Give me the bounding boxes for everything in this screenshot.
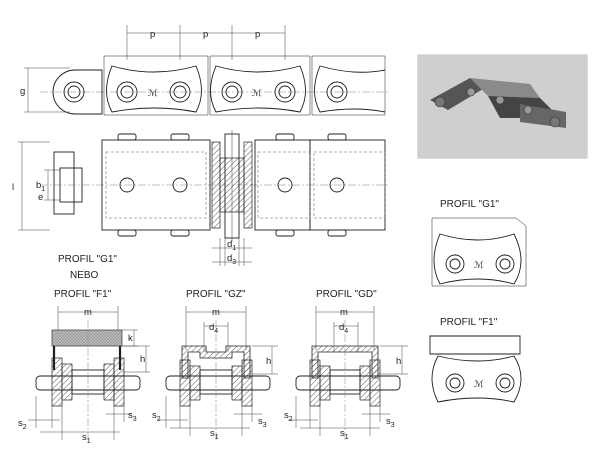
svg-text:ℳ: ℳ — [474, 260, 484, 270]
section-gz: m d4 h s2 s3 s1 — [152, 306, 278, 441]
profile-g1-plate: ℳ — [431, 217, 527, 287]
m-label-gd: m — [340, 307, 348, 318]
section-f1: m k h s2 s3 s1 — [18, 306, 150, 445]
k-label: k — [128, 333, 133, 344]
chain-photo — [417, 54, 588, 159]
profile-gz-label: PROFIL "GZ" — [186, 289, 246, 300]
m-label-gz: m — [212, 307, 220, 318]
profile-g1-label: PROFIL "G1" — [58, 254, 117, 265]
pitch-label-3: p — [255, 29, 260, 40]
h-label-gd: h — [396, 356, 401, 367]
chain-link-3 — [311, 55, 386, 116]
d4-label-gz: d4 — [209, 322, 218, 335]
h-label-f1: h — [140, 354, 145, 365]
e-label: e — [38, 192, 43, 203]
d1-label: d1 — [227, 239, 236, 252]
chain-link-2: ℳ — [209, 55, 311, 116]
profile-f1-label: PROFIL "F1" — [54, 289, 112, 300]
side-view: p p p g ℳ ℳ — [20, 25, 390, 116]
s3-label-f1: s3 — [128, 410, 137, 423]
s2-label-gd: s2 — [284, 410, 293, 423]
profile-f1-right-label: PROFIL "F1" — [440, 317, 498, 328]
m-label-f1: m — [84, 307, 92, 318]
s1-label-gd: s1 — [340, 428, 349, 441]
s1-label-f1: s1 — [82, 432, 91, 445]
logo-mark: ℳ — [148, 88, 158, 98]
pin-heads — [117, 133, 347, 237]
profile-gd-label: PROFIL "GD" — [316, 289, 377, 300]
s3-label-gd: s3 — [386, 416, 395, 429]
d4-label-gd: d4 — [339, 322, 348, 335]
nebo-label: NEBO — [70, 270, 99, 281]
pitch-label-2: p — [203, 29, 208, 40]
g-label: g — [20, 86, 25, 97]
l-label: l — [12, 182, 14, 193]
s2-label-gz: s2 — [152, 410, 161, 423]
h-label-gz: h — [266, 356, 271, 367]
s1-label-gz: s1 — [210, 428, 219, 441]
b1-label: b1 — [36, 180, 45, 193]
plan-view: l b1 e — [12, 130, 390, 266]
s3-label-gz: s3 — [258, 416, 267, 429]
d3-label: d3 — [227, 253, 236, 266]
svg-text:ℳ: ℳ — [474, 379, 484, 389]
pitch-label-1: p — [150, 29, 155, 40]
sectioned-pin — [211, 130, 253, 242]
profile-f1-plate: ℳ — [429, 335, 522, 403]
svg-text:ℳ: ℳ — [252, 88, 262, 98]
section-gd: m d4 h s2 s3 s1 — [284, 306, 408, 441]
s2-label-f1: s2 — [18, 418, 27, 431]
chain-link-1: ℳ — [103, 55, 209, 116]
profile-g1-right-label: PROFIL "G1" — [440, 199, 499, 210]
